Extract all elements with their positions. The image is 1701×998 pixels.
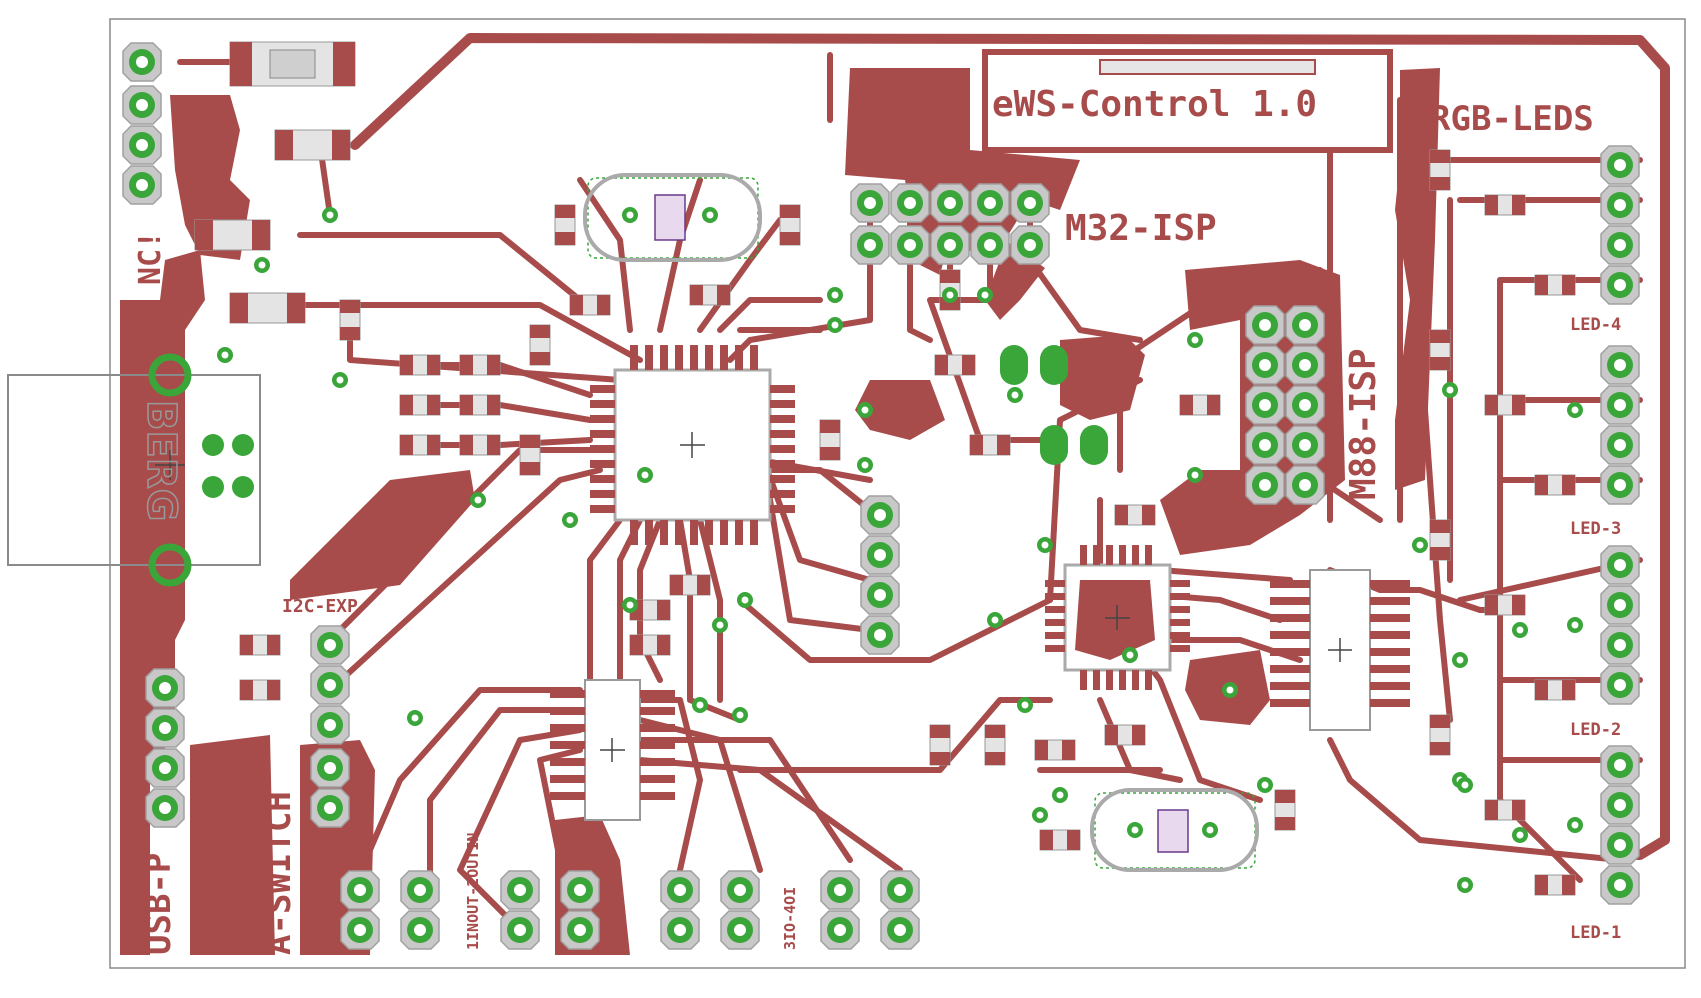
crystal-bottom xyxy=(1090,788,1259,872)
usb-mount-hole-bottom xyxy=(148,543,192,587)
label-led-4: LED-4 xyxy=(1570,315,1621,335)
mcu-atmega88 xyxy=(1045,545,1190,690)
soic-driver-chip xyxy=(1270,569,1410,731)
berg-logo: BERG xyxy=(138,400,184,521)
label-rgb-leds: RGB-LEDS xyxy=(1430,99,1594,139)
soic-io-chip xyxy=(550,679,675,821)
label-led-1: LED-1 xyxy=(1570,923,1621,943)
label-usb-p: USB-P xyxy=(139,853,179,955)
label-m32-isp: M32-ISP xyxy=(1065,208,1217,249)
crystal-top xyxy=(583,173,762,262)
board-outline xyxy=(109,18,1686,969)
label-i2c-exp: I2C-EXP xyxy=(282,596,358,617)
label-nc: NC! xyxy=(133,231,168,285)
usb-pads xyxy=(202,434,254,498)
diode-d2 xyxy=(274,129,351,161)
label-io-group: 3IO-4OI xyxy=(781,887,799,950)
diode-d4 xyxy=(229,292,306,324)
label-in-out-group: 1INOUT-2OUTIN xyxy=(464,833,482,950)
label-led-2: LED-2 xyxy=(1570,720,1621,740)
jumper-pads xyxy=(1000,345,1108,465)
usb-connector-outline xyxy=(7,374,261,566)
diode-d3 xyxy=(194,219,271,251)
diode-d1 xyxy=(229,41,356,87)
mcu-atmega32 xyxy=(590,345,795,545)
title-frame xyxy=(982,49,1393,153)
board-title: eWS-Control 1.0 xyxy=(992,84,1317,125)
usb-mount-hole-top xyxy=(148,353,192,397)
label-led-3: LED-3 xyxy=(1570,519,1621,539)
label-a-switch: A-SWITCH xyxy=(259,791,299,955)
label-m88-isp: M88-ISP xyxy=(1343,348,1384,500)
title-frame-connector xyxy=(1099,59,1316,75)
